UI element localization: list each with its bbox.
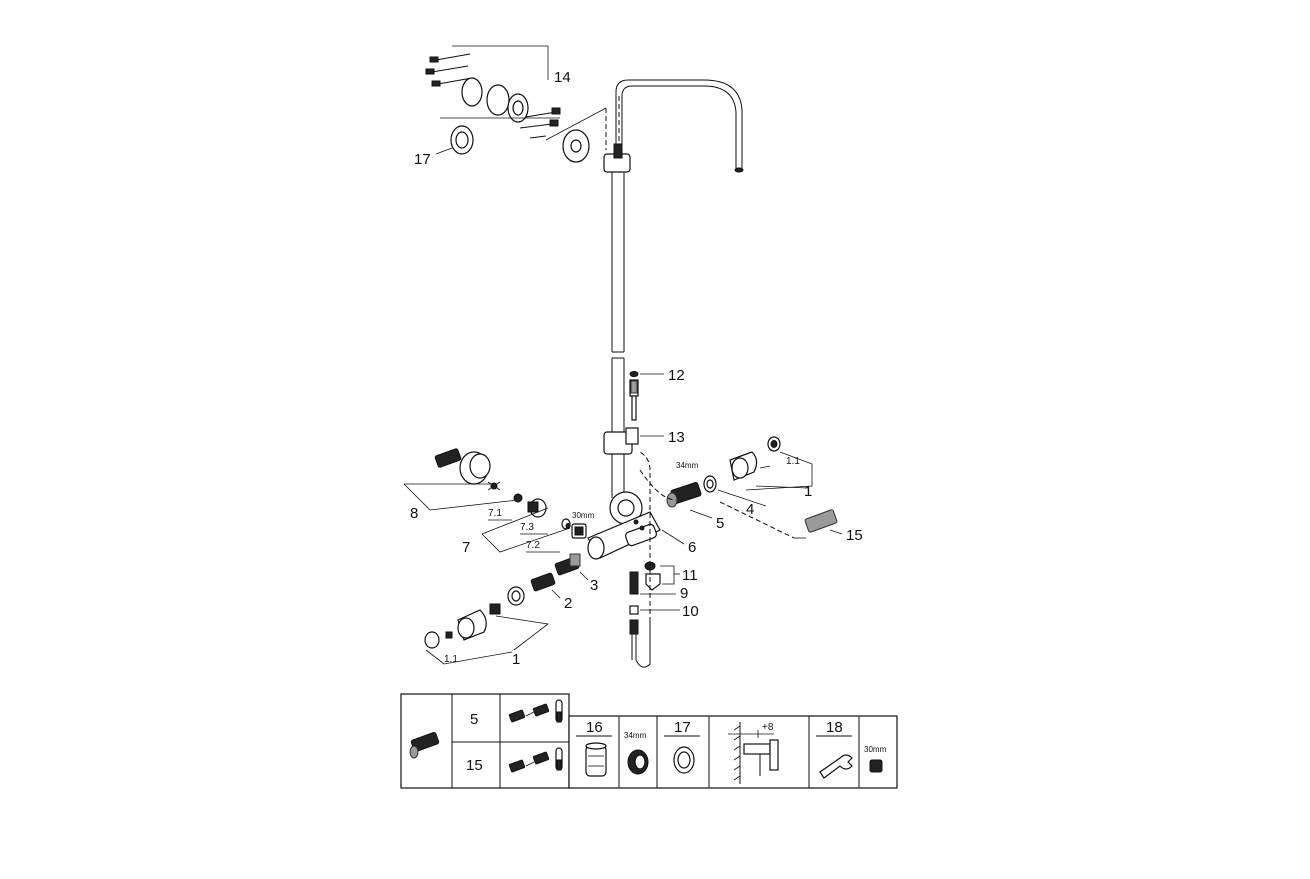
cartridge-8 — [434, 448, 462, 468]
label-7-3: 7.3 — [520, 522, 534, 533]
right-parts: 34mm 1.1 1 4 5 15 — [666, 436, 863, 544]
left-parts: 8 7.1 7.3 7.2 7 30mm 3 2 — [403, 448, 598, 668]
seal-ring-icon — [673, 746, 695, 774]
label-4: 4 — [746, 501, 754, 518]
washer-12 — [629, 371, 639, 377]
diverter-parts: 11 9 10 — [629, 451, 699, 668]
label-13: 13 — [668, 429, 685, 446]
table-row-15: 15 — [466, 757, 483, 774]
screws — [425, 53, 561, 139]
table-col-16: 16 — [586, 719, 603, 736]
label-9: 9 — [680, 585, 688, 602]
table-col18-size: 30mm — [864, 745, 887, 754]
service-table: 5 15 16 — [400, 693, 898, 789]
hose-nut-9 — [629, 571, 639, 595]
washer-10 — [629, 605, 639, 615]
cartridge-15 — [804, 509, 838, 533]
mixer-body: 6 — [587, 469, 696, 560]
label-1-right: 1 — [804, 483, 812, 500]
nut-30mm-icon — [869, 759, 883, 773]
label-7: 7 — [462, 539, 470, 556]
wall-offset-icon — [728, 722, 779, 784]
hand-shower-holder: 12 13 — [603, 367, 685, 455]
label-10: 10 — [682, 603, 699, 620]
label-2: 2 — [564, 595, 572, 612]
bracket-ring — [486, 84, 510, 116]
label-5: 5 — [716, 515, 724, 532]
wrench-icon — [819, 754, 853, 779]
label-14: 14 — [554, 69, 571, 86]
label-1-1-left: 1.1 — [444, 654, 458, 665]
bracket-plate — [461, 77, 483, 107]
label-11: 11 — [682, 567, 698, 584]
label-15: 15 — [846, 527, 863, 544]
label-3: 3 — [590, 577, 598, 594]
filter-sleeve-icon — [585, 742, 607, 777]
ring-34mm-icon — [627, 749, 649, 775]
cartridge-icon — [409, 731, 440, 759]
label-1-1-right: 1.1 — [786, 456, 800, 467]
label-8: 8 — [410, 505, 418, 522]
cap-1-1-left — [424, 631, 440, 649]
cartridge-2 — [530, 572, 556, 592]
shower-riser — [603, 79, 744, 498]
label-7-1: 7.1 — [488, 508, 502, 519]
diverter-lever-11 — [645, 573, 661, 591]
temperature-icon-15 — [508, 747, 563, 773]
table-row-5: 5 — [470, 711, 478, 728]
hose-nut — [629, 619, 639, 635]
label-1-left: 1 — [512, 651, 520, 668]
table-col-17: 17 — [674, 719, 691, 736]
label-7-2: 7.2 — [526, 540, 540, 551]
wall-bracket-assembly: 14 17 — [414, 45, 607, 168]
label-12: 12 — [668, 367, 685, 384]
temperature-icon-5 — [508, 699, 563, 723]
table-col16-size: 34mm — [624, 731, 647, 740]
label-34mm: 34mm — [676, 461, 699, 470]
label-30mm: 30mm — [572, 511, 595, 520]
table-col-18: 18 — [826, 719, 843, 736]
table-col-offset: +8 — [762, 722, 774, 733]
label-6: 6 — [688, 539, 696, 556]
label-17: 17 — [414, 151, 431, 168]
